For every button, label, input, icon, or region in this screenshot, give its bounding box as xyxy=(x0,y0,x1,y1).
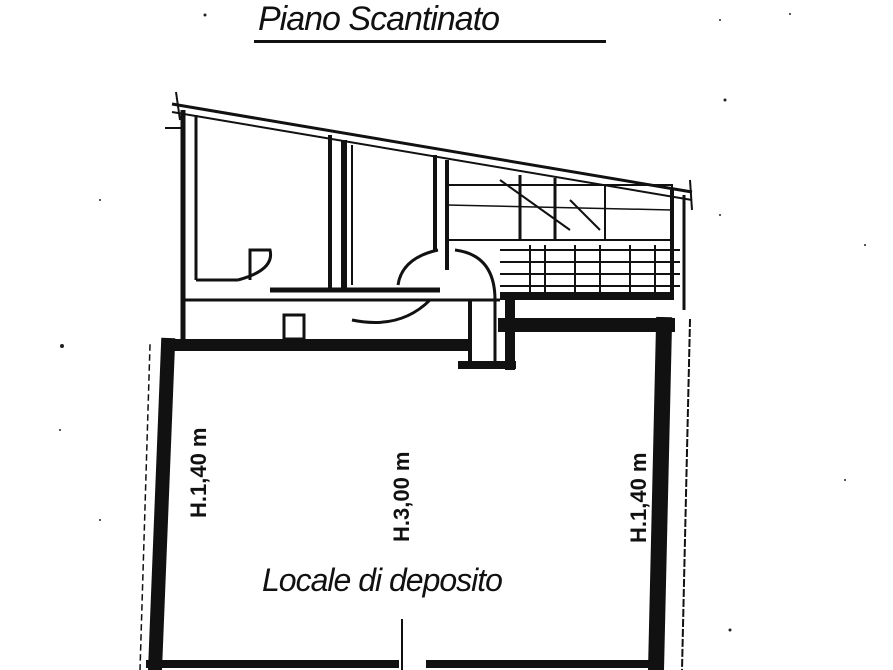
room-label: Locale di deposito xyxy=(262,562,503,598)
top-sloped-wall xyxy=(165,91,693,211)
height-label-right: H.1,40 m xyxy=(626,452,651,544)
storage-room-walls xyxy=(139,295,692,670)
height-label-left: H.1,40 m xyxy=(186,427,211,519)
plan-title: Piano Scantinato xyxy=(258,0,500,38)
upper-rooms xyxy=(180,110,686,367)
scan-noise xyxy=(59,13,866,632)
height-label-center: H.3,00 m xyxy=(389,451,414,543)
title-underline xyxy=(254,40,606,43)
